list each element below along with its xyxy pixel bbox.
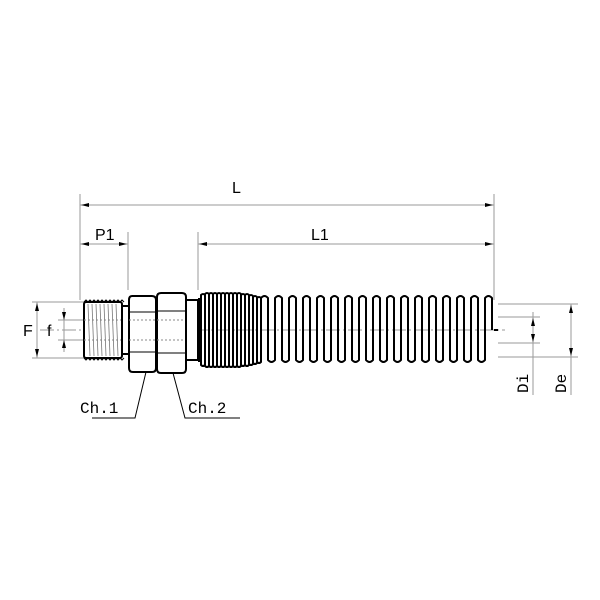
label-Di: Di — [515, 374, 533, 393]
label-f: f — [47, 323, 52, 340]
dimension-P1: P1 — [80, 227, 129, 290]
label-F: F — [23, 323, 33, 340]
hex-nut-1 — [128, 295, 157, 373]
label-Ch1: Ch.1 — [80, 400, 118, 418]
dimension-F: F — [23, 301, 84, 359]
dimension-L: L — [79, 180, 495, 300]
label-L1: L1 — [311, 227, 329, 244]
dimension-f: f — [47, 308, 84, 352]
fitting-collar — [185, 299, 199, 361]
spring-open — [260, 295, 498, 363]
leader-Ch2: Ch.2 — [172, 372, 240, 419]
dimension-De: De — [498, 303, 578, 395]
label-L: L — [232, 180, 241, 197]
leader-Ch1: Ch.1 — [80, 371, 147, 419]
label-P1: P1 — [95, 227, 115, 244]
dimension-Di: Di — [498, 312, 540, 395]
spring-dense — [198, 292, 262, 368]
label-Ch2: Ch.2 — [188, 400, 226, 418]
label-De: De — [553, 374, 571, 393]
dimension-L1: L1 — [197, 227, 494, 290]
hex-nut-2 — [156, 292, 187, 374]
